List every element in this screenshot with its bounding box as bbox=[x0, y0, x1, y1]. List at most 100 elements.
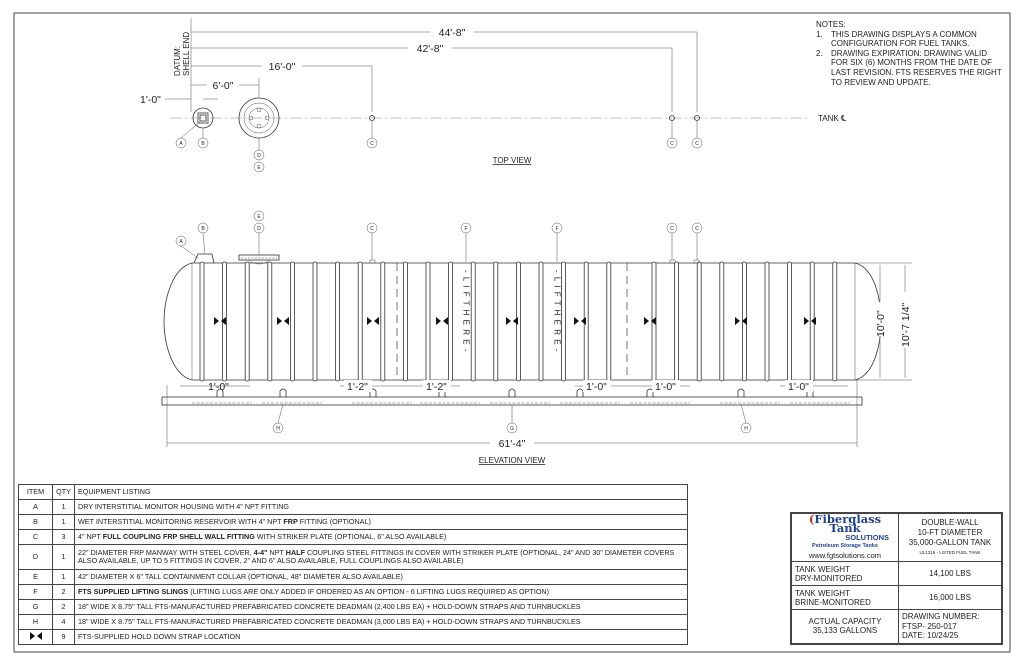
desc-line: UL1316 - LISTED FUEL TANK bbox=[919, 549, 981, 555]
sheet-border bbox=[13, 12, 1011, 653]
qty-cell: 2 bbox=[52, 599, 75, 615]
dry-weight-value: 14,100 LBS bbox=[898, 561, 1003, 586]
balloon-letter: E bbox=[257, 165, 261, 171]
note-text: DRAWING EXPIRATION: DRAWING VALID FOR SI… bbox=[831, 48, 1002, 87]
item-cell bbox=[18, 629, 53, 645]
listing-text: 18" WIDE X 8.75" TALL FTS-MANUFACTURED P… bbox=[78, 616, 581, 626]
balloon-letter: A bbox=[179, 239, 183, 245]
label-line: DRY-MONITORED bbox=[795, 573, 863, 583]
elevation-view: - L I F T H E R E - - L I F T H E R E - … bbox=[161, 210, 912, 465]
desc-line: DOUBLE-WALL bbox=[921, 517, 979, 527]
listing-cell: FTS SUPPLIED LIFTING SLINGS (LIFTING LUG… bbox=[74, 584, 688, 600]
balloon-letter: C bbox=[695, 141, 699, 147]
tank-rib bbox=[719, 261, 725, 382]
dim-6-0: 6'-0" bbox=[213, 80, 234, 92]
tank-rib bbox=[402, 261, 408, 382]
hold-down-strap-icon bbox=[735, 317, 747, 325]
manway-d-e bbox=[238, 97, 280, 139]
fitting-c bbox=[669, 259, 676, 264]
logo-tagline: Petroleum Storage Tanks bbox=[812, 543, 878, 549]
qty-cell: 3 bbox=[52, 529, 75, 545]
listing-text: 18" WIDE X 8.75" TALL FTS-MANUFACTURED P… bbox=[78, 601, 581, 611]
hold-down-strap-icon bbox=[29, 631, 42, 640]
dim-overall-height: 10'-7 1/4" bbox=[900, 302, 912, 347]
top-view-title: TOP VIEW bbox=[493, 156, 532, 165]
balloon-letter: D bbox=[257, 153, 261, 159]
tank-rib bbox=[199, 261, 205, 382]
balloon-letter: F bbox=[555, 226, 558, 232]
tank-rib bbox=[832, 261, 838, 382]
listing-text: NPT bbox=[267, 547, 286, 557]
fitting-c bbox=[669, 115, 675, 121]
notes-title: NOTES: bbox=[816, 20, 846, 29]
callout-balloon: C bbox=[691, 222, 703, 260]
turnbuckle-lug bbox=[279, 388, 287, 397]
left-tank-head bbox=[163, 262, 193, 381]
note-text: THIS DRAWING DISPLAYS A COMMON CONFIGURA… bbox=[831, 29, 977, 49]
balloon-letter: G bbox=[510, 426, 514, 432]
dim-1-2: 1'-2" bbox=[426, 381, 447, 393]
qty-cell: 9 bbox=[52, 629, 75, 645]
qty-cell: 1 bbox=[52, 544, 75, 570]
tank-rib bbox=[425, 261, 431, 382]
dim-1-0: 1'-0" bbox=[208, 381, 229, 393]
balloon-letter: C bbox=[695, 226, 699, 232]
callout-balloon: D bbox=[253, 222, 265, 255]
listing-text: FULL COUPLING FRP SHELL WALL FITTING bbox=[102, 531, 255, 541]
tank-rib bbox=[470, 261, 476, 382]
qty-cell: 1 bbox=[52, 499, 75, 515]
notes: NOTES: 1.THIS DRAWING DISPLAYS A COMMON … bbox=[816, 20, 1006, 87]
callout-balloon: C bbox=[366, 222, 378, 260]
balloon-letter: F bbox=[464, 226, 467, 232]
top-dims: 44'-8" 42'-8" 16'-0" 6'-0" 1'-0" bbox=[140, 25, 698, 112]
item-cell: A bbox=[18, 499, 53, 515]
qty-cell: 2 bbox=[52, 584, 75, 600]
callout-balloon: E bbox=[253, 161, 265, 173]
dim-1-0: 1'-0" bbox=[655, 381, 676, 393]
callout-balloon: F bbox=[460, 222, 472, 262]
dim-16-0: 16'-0" bbox=[269, 61, 296, 73]
note-item: 2.DRAWING EXPIRATION: DRAWING VALID FOR … bbox=[816, 49, 1006, 87]
hold-down-strap-icon bbox=[574, 317, 586, 325]
drawing-label: DRAWING NUMBER: bbox=[902, 612, 980, 621]
elevation-spacing-dims: 1'-0" 1'-2" 1'-2" 1'-0" 1'-0" 1'-0" bbox=[180, 380, 848, 393]
callout-balloon: F bbox=[551, 222, 563, 262]
hold-down-strap-icon bbox=[804, 317, 816, 325]
callout-balloon: E bbox=[253, 210, 265, 222]
dim-overall-length: 61'-4" bbox=[499, 438, 526, 450]
hold-down-strap-icon bbox=[214, 317, 226, 325]
fitting-c bbox=[694, 115, 700, 121]
hold-down-strap-icon bbox=[506, 317, 518, 325]
balloon-letter: H bbox=[276, 426, 280, 432]
callout-balloon: H bbox=[740, 403, 752, 434]
callout-balloon: C bbox=[666, 222, 678, 260]
hold-down-strap-icon bbox=[436, 317, 448, 325]
brine-weight-value: 16,000 LBS bbox=[898, 585, 1003, 610]
balloon-letter: C bbox=[670, 226, 674, 232]
callout-balloon: C bbox=[366, 121, 378, 149]
centerline-label: TANK ℄ bbox=[818, 114, 847, 123]
listing-text: 42" DIAMETER X 6" TALL CONTAINMENT COLLA… bbox=[78, 571, 403, 581]
callout-balloon: A bbox=[175, 235, 199, 259]
qty-cell: 1 bbox=[52, 514, 75, 530]
listing-cell: 18" WIDE X 8.75" TALL FTS-MANUFACTURED P… bbox=[74, 614, 688, 630]
fitting-c bbox=[693, 259, 700, 264]
tank-rib bbox=[764, 261, 770, 382]
balloon-letter: C bbox=[370, 141, 374, 147]
listing-text: 22" DIAMETER FRP MANWAY WITH STEEL COVER… bbox=[78, 547, 254, 557]
listing-text: FITTING (OPTIONAL) bbox=[297, 516, 371, 526]
drawing-number-value: FTSP- 250-017 bbox=[902, 621, 957, 631]
label-line: TANK WEIGHT bbox=[795, 564, 850, 574]
tank-rib bbox=[674, 261, 679, 382]
note-item: 1.THIS DRAWING DISPLAYS A COMMON CONFIGU… bbox=[816, 30, 1006, 49]
company-logo: (Fiberglass Tank SOLUTIONS Petroleum Sto… bbox=[790, 512, 899, 562]
top-view: TANK ℄ DATUM: SHELL END 44'-8" 42'-8" 16… bbox=[140, 18, 847, 173]
tank-rib bbox=[267, 261, 273, 382]
tank-rib bbox=[357, 261, 363, 382]
